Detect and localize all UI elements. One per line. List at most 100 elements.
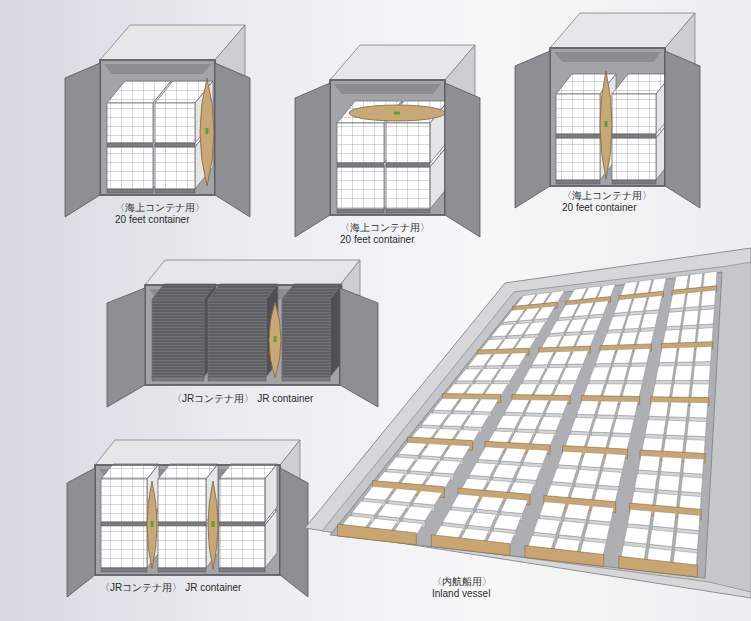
bag-cargo-top bbox=[673, 275, 688, 291]
cargo-front bbox=[386, 123, 430, 163]
bag-cargo-top bbox=[695, 346, 712, 362]
bag-cargo-top bbox=[538, 417, 562, 431]
bag-cargo-top bbox=[473, 399, 498, 412]
bag-cargo-top bbox=[608, 367, 628, 381]
bag-cargo-top bbox=[571, 418, 594, 432]
pallet-base bbox=[386, 163, 430, 167]
cargo-front bbox=[155, 103, 195, 143]
bag-cargo-top bbox=[677, 514, 700, 531]
bag-cargo-top bbox=[552, 468, 577, 483]
bag-cargo-top bbox=[624, 314, 642, 329]
cargo-front bbox=[158, 479, 206, 522]
cargo-front bbox=[152, 299, 204, 377]
bag-cargo-top bbox=[688, 273, 703, 289]
bag-cargo-top bbox=[545, 400, 568, 414]
cargo-side bbox=[265, 464, 277, 522]
bag-cargo-top bbox=[693, 365, 711, 380]
bag-cargo-top bbox=[603, 454, 626, 469]
bag-cargo-top bbox=[582, 317, 602, 331]
bag-cargo-top bbox=[681, 477, 703, 494]
bag-cargo-top bbox=[652, 511, 676, 528]
bag-cargo-top bbox=[638, 456, 660, 472]
bag-cargo-top bbox=[433, 460, 461, 474]
bag-cargo-top bbox=[631, 349, 650, 364]
bag-cargo-top bbox=[659, 348, 677, 363]
cargo-front bbox=[556, 138, 600, 180]
air-bag bbox=[208, 481, 218, 569]
cargo-front bbox=[219, 479, 265, 522]
bag-cargo-top bbox=[496, 415, 521, 429]
bag-cargo-top bbox=[613, 349, 633, 363]
bag-cargo-top bbox=[641, 313, 659, 328]
bag-cargo-top bbox=[469, 463, 496, 477]
pallet-base bbox=[386, 209, 430, 213]
pallet-base bbox=[556, 134, 600, 138]
bag-cargo-top bbox=[591, 418, 613, 433]
cargo-front bbox=[386, 167, 430, 209]
caption-label: 〈海上コンテナ用〉 bbox=[115, 202, 205, 214]
pallet-base bbox=[208, 377, 266, 381]
bag-cargo-top bbox=[501, 498, 528, 513]
bag-cargo-top bbox=[675, 532, 699, 549]
air-valve bbox=[274, 336, 277, 342]
bag-cargo-top bbox=[468, 512, 497, 527]
bag-cargo-top bbox=[540, 502, 566, 518]
container-door bbox=[665, 51, 700, 208]
caption-label: 20 feet container bbox=[115, 214, 190, 226]
bag-cargo-top bbox=[602, 333, 622, 347]
bag-cargo-top bbox=[658, 475, 680, 491]
bag-cargo-top bbox=[685, 292, 700, 308]
caption-label: 20 feet container bbox=[340, 234, 415, 246]
bag-cargo-top bbox=[614, 298, 632, 313]
air-bag bbox=[349, 105, 445, 121]
air-valve bbox=[394, 112, 400, 115]
pallet-base bbox=[155, 189, 195, 193]
air-bag bbox=[269, 302, 281, 378]
container-interior bbox=[95, 465, 280, 575]
pallet-base bbox=[155, 143, 195, 147]
cargo-front bbox=[282, 299, 330, 377]
air-valve bbox=[206, 128, 209, 134]
container-door bbox=[515, 51, 550, 208]
bag-cargo-top bbox=[523, 449, 548, 464]
container-interior bbox=[550, 48, 665, 186]
bag-cargo-top bbox=[558, 451, 582, 466]
air-valve bbox=[212, 521, 215, 527]
bag-cargo-top bbox=[478, 447, 505, 461]
bag-cargo-top bbox=[533, 519, 560, 535]
bag-cargo-top bbox=[687, 421, 707, 437]
bag-cargo-top bbox=[645, 420, 666, 435]
bag-cargo-top bbox=[663, 329, 680, 344]
bag-cargo-top bbox=[635, 474, 658, 490]
container-frame bbox=[330, 80, 445, 215]
interior-ceiling bbox=[334, 84, 441, 94]
bag-cargo-top bbox=[463, 414, 489, 427]
bag-cargo-top bbox=[443, 510, 472, 525]
bag-cargo-top bbox=[661, 457, 683, 473]
cargo-front bbox=[158, 525, 206, 568]
pallet-base bbox=[219, 522, 265, 526]
air-valve bbox=[151, 521, 154, 527]
bag-cargo-top bbox=[608, 316, 627, 331]
bag-cargo-top bbox=[699, 309, 715, 325]
bag-cargo-top bbox=[670, 293, 686, 309]
bag-cargo-top bbox=[649, 402, 669, 417]
cargo-front bbox=[107, 147, 153, 189]
bag-cargo-top bbox=[674, 366, 692, 381]
bag-cargo-top bbox=[494, 368, 518, 381]
bag-cargo-top bbox=[645, 295, 662, 310]
bag-cargo-top bbox=[413, 491, 442, 505]
cargo-front bbox=[612, 138, 656, 180]
interior-ceiling bbox=[554, 52, 661, 62]
bag-cargo-top bbox=[626, 366, 646, 380]
caption-label: 〈海上コンテナ用〉 bbox=[562, 190, 652, 202]
cargo-front bbox=[107, 103, 153, 143]
container-door bbox=[280, 468, 308, 597]
bag-cargo-top bbox=[597, 401, 619, 415]
bag-cargo-top bbox=[652, 384, 672, 399]
bag-cargo-top bbox=[501, 448, 527, 462]
cargo-front bbox=[219, 525, 265, 568]
pallet-base bbox=[152, 377, 204, 381]
bag-cargo-top bbox=[575, 334, 596, 348]
bag-cargo-top bbox=[590, 301, 609, 316]
